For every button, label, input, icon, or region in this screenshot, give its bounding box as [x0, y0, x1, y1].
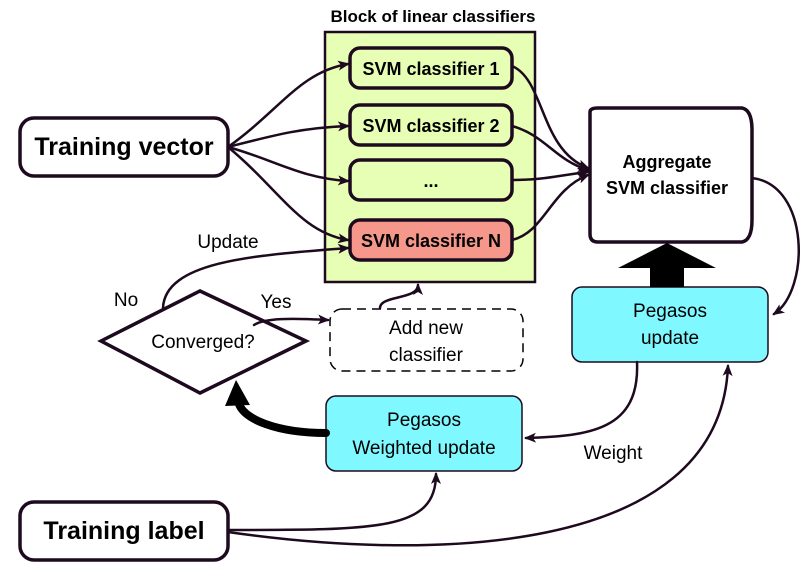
- pegasos-weighted-update-node: Pegasos Weighted update: [325, 395, 523, 472]
- pegasos-update-label-2: update: [641, 328, 699, 349]
- converged-decision: Converged?: [97, 289, 311, 395]
- svm-classifier-2-label: SVM classifier 2: [362, 116, 499, 136]
- pegasos-weighted-label-1: Pegasos: [387, 410, 461, 431]
- edge-vector-to-svm1: [226, 60, 350, 149]
- edge-label-to-pegasos: [226, 364, 733, 547]
- update-edge-label: Update: [197, 232, 258, 253]
- aggregate-svm-label-1: Aggregate: [622, 152, 711, 172]
- edge-converged-no-to-svmN: [161, 243, 350, 310]
- pegasos-update-label-1: Pegasos: [633, 301, 707, 322]
- svm-classifier-1: SVM classifier 1: [348, 46, 514, 90]
- edge-label-to-weighted: [226, 472, 441, 532]
- aggregate-svm-label-2: SVM classifier: [606, 178, 728, 198]
- edge-vector-to-svm-ellipsis: [226, 145, 350, 186]
- edge-weighted-to-converged-arrowhead: [225, 380, 250, 406]
- no-edge-label: No: [114, 290, 138, 311]
- add-new-label-2: classifier: [389, 345, 464, 366]
- aggregate-svm-node: Aggregate SVM classifier: [588, 106, 754, 244]
- svm-classifier-1-label: SVM classifier 1: [362, 59, 499, 79]
- add-new-label-1: Add new: [389, 318, 463, 339]
- edge-vector-to-svmN: [226, 145, 350, 244]
- training-label-node: Training label: [18, 500, 230, 562]
- edge-pegasos-to-aggregate-arrow: [618, 243, 716, 287]
- training-label-label: Training label: [43, 517, 204, 545]
- weight-edge-label: Weight: [584, 443, 644, 464]
- training-vector-label: Training vector: [34, 133, 213, 161]
- edge-weighted-to-converged: [234, 396, 330, 437]
- svm-classifier-n-label: SVM classifier N: [361, 231, 501, 251]
- converged-label: Converged?: [151, 332, 255, 353]
- svm-classifier-ellipsis: ...: [348, 158, 514, 202]
- pegasos-weighted-label-2: Weighted update: [352, 438, 495, 459]
- block-title: Block of linear classifiers: [330, 7, 535, 26]
- edge-add-to-block: [378, 283, 423, 310]
- edge-aggregate-to-pegasos: [750, 176, 800, 316]
- edge-vector-to-svm2: [226, 121, 350, 149]
- edge-svm-ellipsis-to-aggregate: [510, 168, 590, 182]
- training-vector-node: Training vector: [18, 116, 230, 178]
- svm-classifier-ellipsis-label: ...: [423, 171, 438, 191]
- edge-svm1-to-aggregate: [510, 64, 590, 170]
- pegasos-update-node: Pegasos update: [571, 286, 769, 363]
- svm-classifier-2: SVM classifier 2: [348, 103, 514, 147]
- yes-edge-label: Yes: [261, 292, 292, 313]
- add-new-classifier-node: Add new classifier: [329, 308, 524, 372]
- edge-svmN-to-aggregate: [510, 173, 590, 242]
- edge-pegasos-to-weighted: [524, 360, 639, 443]
- edge-converged-yes-to-add: [252, 314, 330, 327]
- svm-classifier-n: SVM classifier N: [348, 218, 514, 262]
- edge-svm2-to-aggregate: [510, 124, 590, 172]
